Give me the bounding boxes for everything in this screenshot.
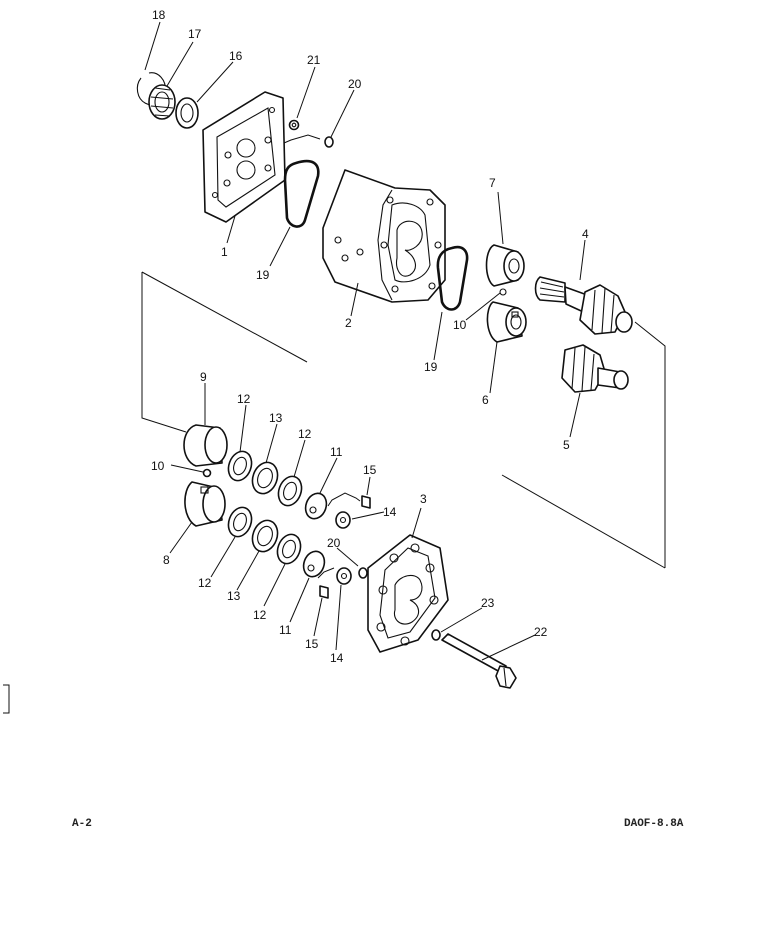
part-15-pin-lower	[319, 585, 329, 599]
callout-labels: 18 17 16 21 20 1 19 2 19 7 4 10 6 5 9 10…	[151, 8, 589, 665]
callout-8: 8	[163, 553, 170, 567]
drawing-reference: DAOF-8.8A	[624, 818, 684, 830]
part-15-pin-upper	[327, 492, 371, 509]
part-13-backup-ring-upper	[251, 461, 279, 495]
assembly-guide-lines	[141, 271, 666, 569]
part-23-washer	[431, 629, 441, 641]
part-3-rear-cover	[367, 534, 449, 653]
part-14-washer-lower	[317, 567, 352, 585]
callout-16: 16	[229, 49, 243, 63]
page-code: A-2	[72, 818, 92, 830]
leader-lines	[144, 21, 586, 661]
callout-18: 18	[152, 8, 166, 22]
margin-bracket	[3, 684, 10, 714]
callout-22: 22	[534, 625, 548, 639]
part-4-drive-gear-shaft	[534, 276, 633, 335]
callout-11-upper: 11	[330, 445, 343, 459]
part-13-backup-ring-lower	[251, 519, 279, 553]
part-19-o-ring-right	[436, 245, 469, 311]
callout-15-upper: 15	[363, 463, 377, 477]
part-20-small-o-ring-lower	[358, 567, 368, 579]
part-20-small-o-ring-upper	[283, 134, 334, 148]
callout-4: 4	[582, 227, 589, 241]
callout-3: 3	[420, 492, 427, 506]
part-5-driven-gear	[561, 344, 629, 393]
callout-19-left: 19	[256, 268, 270, 282]
callout-19-right: 19	[424, 360, 438, 374]
callout-17: 17	[188, 27, 202, 41]
part-2-gear-case	[322, 169, 446, 303]
callout-11-lower: 11	[279, 623, 292, 637]
part-12-seal-lower-left	[227, 506, 253, 538]
part-10-pin-lower	[202, 468, 212, 478]
part-22-bolt	[441, 633, 517, 689]
callout-9: 9	[200, 370, 207, 384]
part-19-o-ring-left	[283, 159, 320, 228]
callout-13-lower: 13	[227, 589, 241, 603]
callout-6: 6	[482, 393, 489, 407]
part-8-bushing	[184, 481, 226, 527]
part-7-bushing	[485, 244, 525, 296]
part-12-seal-lower-right	[276, 533, 302, 565]
callout-12-d: 12	[253, 608, 267, 622]
callout-7: 7	[489, 176, 496, 190]
part-1-front-cover	[202, 91, 286, 223]
callout-5: 5	[563, 438, 570, 452]
callout-20-upper: 20	[348, 77, 362, 91]
part-16-oil-seal	[175, 97, 199, 129]
callout-10-upper: 10	[453, 318, 467, 332]
part-17-bearing	[148, 84, 176, 120]
callout-13-upper: 13	[269, 411, 283, 425]
callout-12-b: 12	[298, 427, 312, 441]
part-11-plate-lower	[302, 550, 326, 578]
callout-20-lower: 20	[327, 536, 341, 550]
part-12-seal-upper-right	[277, 475, 303, 507]
part-21-plug	[288, 119, 300, 131]
callout-12-a: 12	[237, 392, 251, 406]
callout-10-lower: 10	[151, 459, 165, 473]
part-14-washer-upper	[335, 511, 351, 529]
callout-14-upper: 14	[383, 505, 397, 519]
callout-1: 1	[221, 245, 228, 259]
callout-15-lower: 15	[305, 637, 319, 651]
callout-2: 2	[345, 316, 352, 330]
part-11-plate-upper	[304, 492, 328, 520]
callout-14-lower: 14	[330, 651, 344, 665]
part-9-bushing	[183, 424, 228, 467]
part-6-bushing	[486, 301, 527, 343]
callout-23: 23	[481, 596, 495, 610]
callout-21: 21	[307, 53, 321, 67]
part-12-seal-upper-left	[227, 450, 253, 482]
callout-12-c: 12	[198, 576, 212, 590]
